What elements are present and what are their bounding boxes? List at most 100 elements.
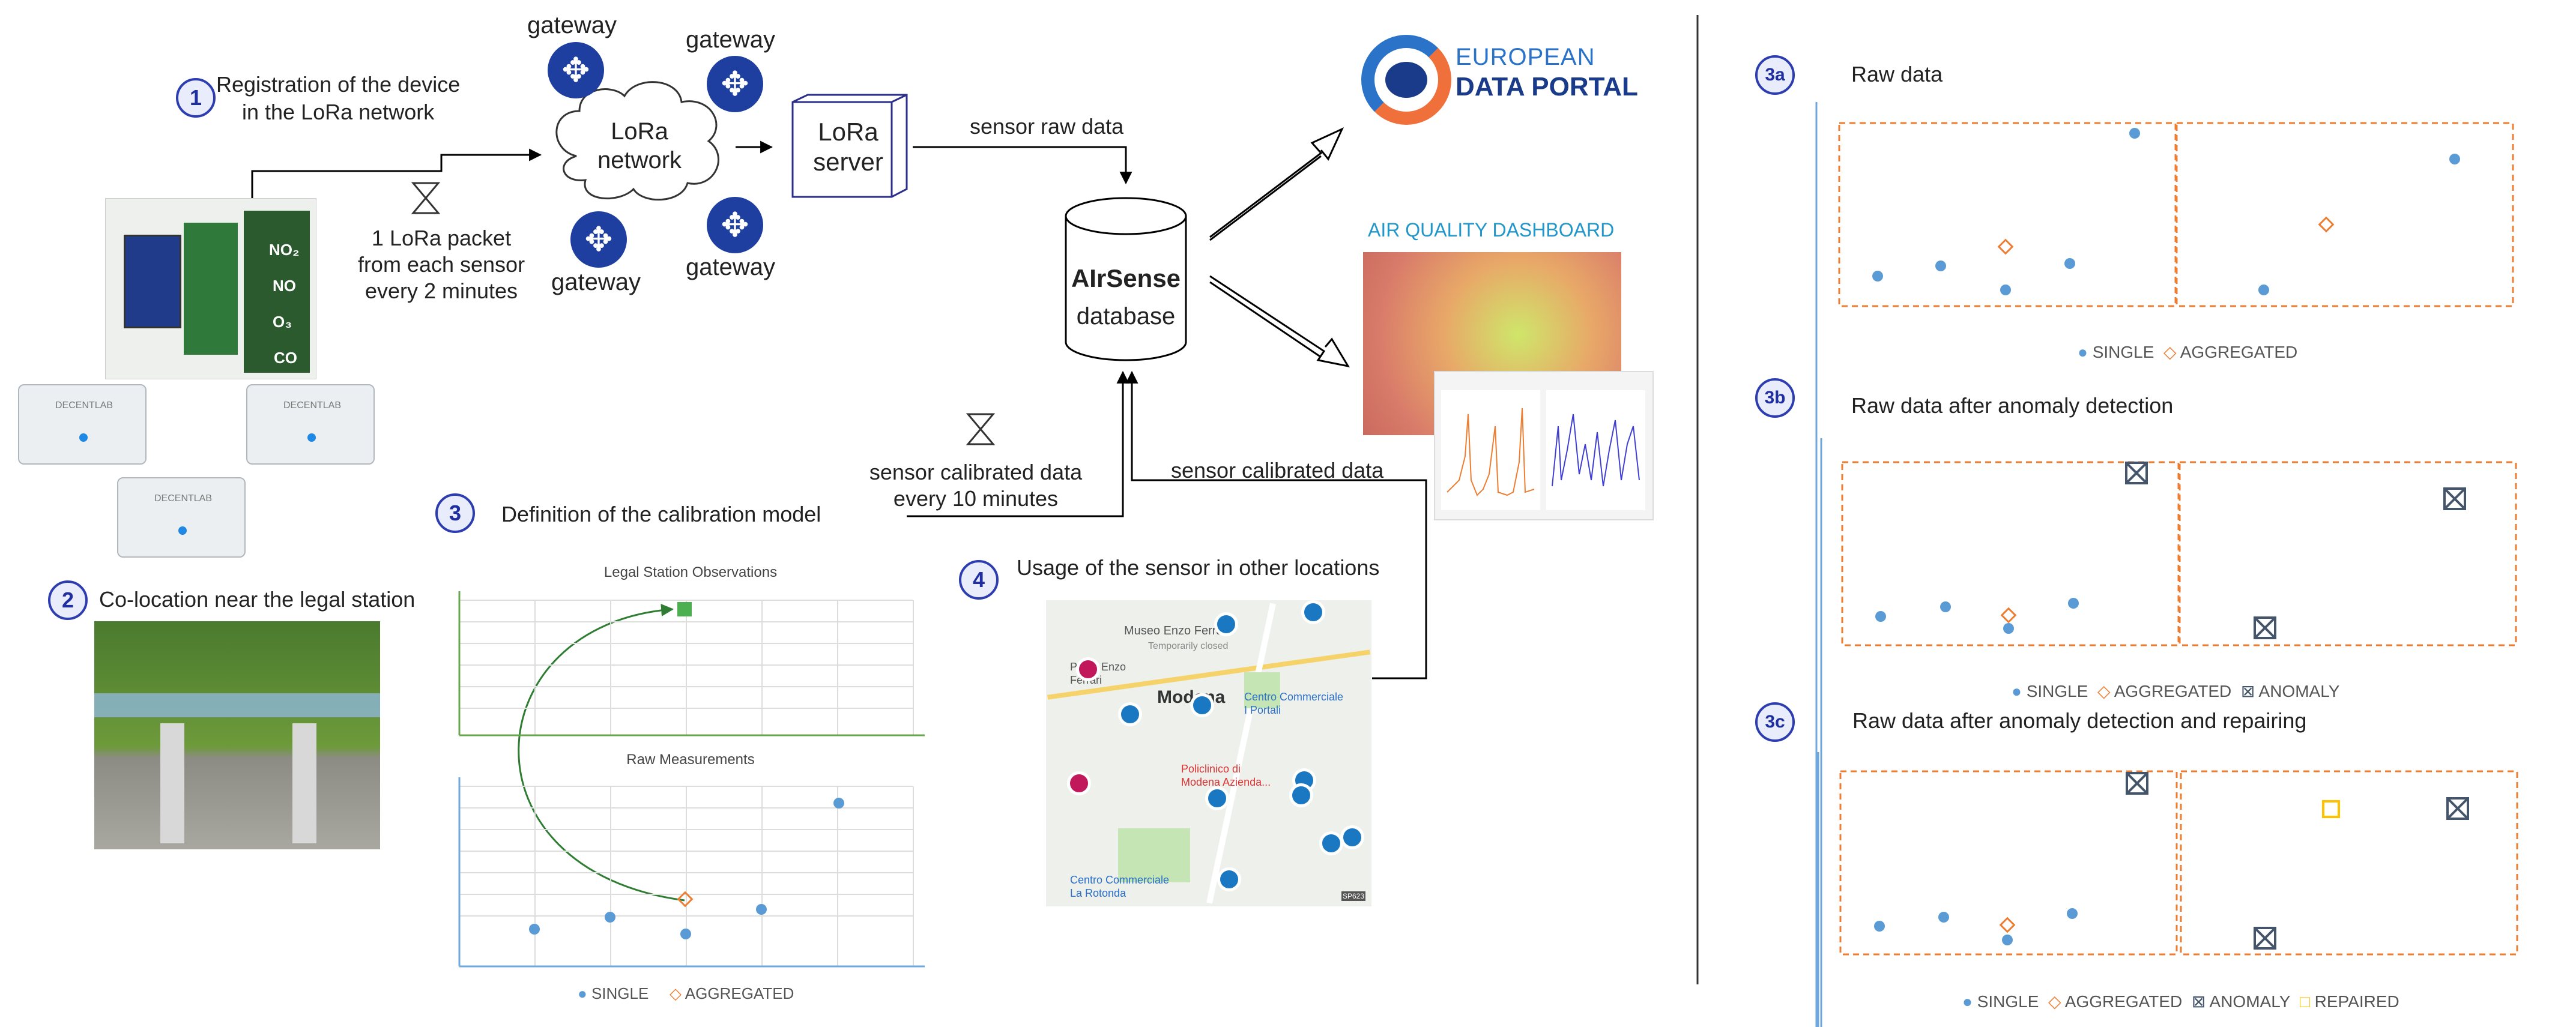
step-1-label: Registration of the device in the LoRa n… xyxy=(216,72,461,124)
map-pin xyxy=(1301,600,1325,624)
anomaly-marker xyxy=(2254,616,2276,639)
observation-point xyxy=(677,602,692,616)
device-brand: DECENTLAB xyxy=(55,400,113,411)
single-point xyxy=(1874,921,1885,932)
single-point xyxy=(756,904,767,915)
anomaly-marker xyxy=(2446,797,2469,820)
anomaly-cross xyxy=(2254,927,2276,950)
european-data-portal-logo: EUROPEAN DATA PORTAL xyxy=(1358,29,1638,131)
map-pin xyxy=(1205,786,1229,810)
single-point xyxy=(2064,258,2075,269)
anomaly-marker xyxy=(2254,927,2276,950)
single-point xyxy=(2000,285,2011,295)
gateway-label-bl: gateway xyxy=(551,269,641,295)
single-point xyxy=(1938,912,1949,923)
anomaly-cross xyxy=(2125,462,2148,484)
raw-data-label: sensor raw data xyxy=(970,114,1124,139)
panel-badge-3b: 3b xyxy=(1755,378,1795,418)
single-point xyxy=(833,798,844,809)
group-box xyxy=(1839,770,2178,956)
map-pin xyxy=(1289,783,1313,807)
anomaly-cross xyxy=(2126,772,2148,795)
sensor-label-no2: NO₂ xyxy=(269,241,300,259)
aggregated-point xyxy=(677,891,694,908)
sensor-label-no: NO xyxy=(273,277,296,295)
gateway-icon: ✥ xyxy=(707,56,763,112)
step-2-label: Co-location near the legal station xyxy=(99,587,416,612)
anomaly-cross xyxy=(2254,616,2276,639)
aggregated-point xyxy=(2318,216,2335,233)
device-brand: DECENTLAB xyxy=(283,400,342,411)
step-badge-4: 4 xyxy=(959,560,999,600)
single-point xyxy=(2002,935,2013,945)
anomaly-marker xyxy=(2125,462,2148,484)
map-pin xyxy=(1214,612,1238,636)
portal-line1: EUROPEAN xyxy=(1456,44,1595,70)
map-label-road: SP623 xyxy=(1341,891,1366,901)
group-box xyxy=(2175,122,2514,307)
group-box xyxy=(1838,122,2177,307)
db-subtitle: database xyxy=(1076,303,1176,330)
map-label-rotonda: Centro Commerciale La Rotonda xyxy=(1070,874,1170,899)
map-label-portali: Centro Commerciale I Portali xyxy=(1244,691,1344,716)
repaired-marker xyxy=(2322,800,2340,818)
anomaly-marker xyxy=(2443,487,2466,510)
dashboard-charts xyxy=(1434,371,1654,520)
anomaly-cross xyxy=(2446,797,2469,820)
aggregated-point xyxy=(1997,238,2014,255)
city-map: Museo Enzo Ferrari Temporarily closed Mo… xyxy=(1046,600,1371,906)
anomaly-marker xyxy=(2126,772,2148,795)
legend-3b: ● SINGLE ◇ AGGREGATED ⊠ ANOMALY xyxy=(2012,682,2340,700)
gateway-label-tr: gateway xyxy=(686,26,775,53)
sensor-device-2: DECENTLAB xyxy=(246,384,375,465)
step-3-label: Definition of the calibration model xyxy=(501,502,821,526)
sensor-label-co: CO xyxy=(274,349,297,367)
raw-meas-title: Raw Measurements xyxy=(626,751,755,768)
panel-title-3a: Raw data xyxy=(1851,62,1943,86)
anomaly-cross xyxy=(2443,487,2466,510)
gateway-icon: ✥ xyxy=(548,42,604,98)
single-point xyxy=(2003,623,2014,634)
device-brand: DECENTLAB xyxy=(154,493,213,504)
sensor-device-3: DECENTLAB xyxy=(117,477,246,558)
single-point xyxy=(1940,601,1951,612)
lora-network-label: LoRa network xyxy=(597,118,682,173)
single-point xyxy=(680,929,691,939)
group-box xyxy=(2180,770,2518,956)
map-pin xyxy=(1190,693,1214,717)
single-point xyxy=(2449,154,2460,164)
calibrated-data-label-2: sensor calibrated data xyxy=(1171,458,1384,483)
packet-label: 1 LoRa packet from each sensor every 2 m… xyxy=(357,226,525,303)
legal-station-photo xyxy=(94,621,380,849)
calib-legend-aggregated: ◇ AGGREGATED xyxy=(670,984,794,1002)
map-pin xyxy=(1118,702,1142,726)
panel-title-3b: Raw data after anomaly detection xyxy=(1851,393,2174,418)
panel-badge-3c: 3c xyxy=(1755,702,1795,742)
single-point xyxy=(2129,128,2140,139)
calibrated-data-label: sensor calibrated data every 10 minutes xyxy=(869,460,1083,511)
panel-badge-3a: 3a xyxy=(1755,55,1795,95)
single-point xyxy=(2068,598,2079,609)
map-pin xyxy=(1217,867,1241,891)
single-point xyxy=(2067,908,2078,919)
portal-line2: DATA PORTAL xyxy=(1456,72,1638,101)
sensor-device-1: DECENTLAB xyxy=(18,384,147,465)
legal-obs-title: Legal Station Observations xyxy=(603,564,778,580)
group-box xyxy=(2178,461,2517,646)
map-pin xyxy=(1340,825,1364,849)
step-4-label: Usage of the sensor in other locations xyxy=(1017,555,1380,580)
gateway-icon: ✥ xyxy=(707,197,763,253)
map-label-closed: Temporarily closed xyxy=(1148,641,1229,651)
single-point xyxy=(1935,261,1946,271)
single-point xyxy=(1875,611,1886,622)
map-pin-legal xyxy=(1067,771,1091,795)
single-point xyxy=(1872,271,1883,282)
aggregated-point xyxy=(1999,917,2016,933)
sensor-box-photo: NO₂ NO O₃ CO xyxy=(105,198,316,379)
group-box xyxy=(1841,461,2180,646)
map-label-policlinico: Policlinico di Modena Azienda... xyxy=(1181,763,1271,788)
single-point xyxy=(2258,285,2269,295)
single-point xyxy=(605,912,615,923)
